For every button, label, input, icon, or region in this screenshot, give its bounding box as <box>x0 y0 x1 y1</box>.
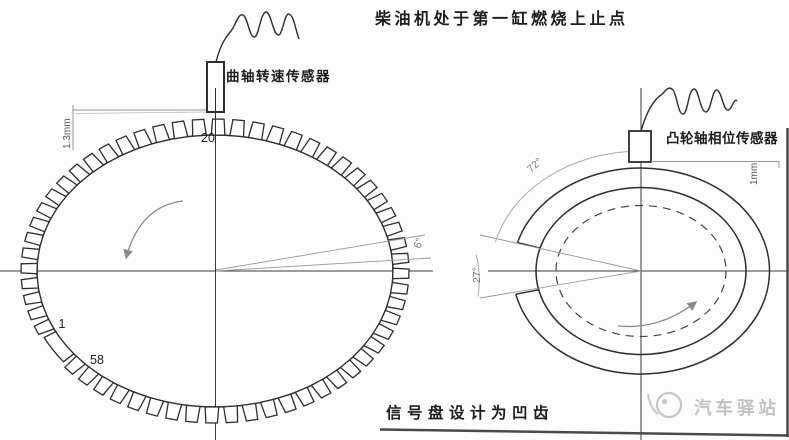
cam-rotation-arrow <box>617 301 698 328</box>
crank-wheel-teeth <box>20 118 410 424</box>
cam-wheel-group: 72° 27° 凸轮轴相位传感器 1mm <box>471 87 789 440</box>
drawing-title: 柴油机处于第一缸燃烧上止点 <box>374 9 629 28</box>
watermark-logo-dot <box>661 398 668 405</box>
crank-rotation-arrow <box>123 200 184 260</box>
angle-27-label: 27° <box>471 267 483 283</box>
air-gap-dim-line-2 <box>72 111 207 114</box>
tooth-20-label: 20 <box>201 131 215 145</box>
angle-72-arc <box>494 150 636 243</box>
tooth-1-label: 1 <box>59 317 66 331</box>
tooth-angle-ray-lower <box>215 257 432 272</box>
cam-wheel-outer-ring <box>515 167 771 375</box>
crank-air-gap-label: 1.3mm <box>62 118 73 149</box>
watermark-text: 汽车驿站 <box>694 398 780 418</box>
angle-72-label: 72° <box>525 156 545 176</box>
cam-notch-upper-edge <box>517 241 541 249</box>
notch-ray-lower <box>479 270 642 299</box>
tooth-58-label: 58 <box>90 353 104 367</box>
watermark: 汽车驿站 <box>647 391 780 419</box>
notch-ray-upper <box>479 234 642 272</box>
tooth-angle-ray-upper <box>215 234 426 271</box>
watermark-logo-icon <box>655 391 683 419</box>
angle-27-arc <box>475 254 480 297</box>
cam-sensor-body <box>628 130 652 163</box>
cam-wheel-inner-dashed-circle <box>555 204 727 338</box>
tooth-pitch-angle-label: 6° <box>412 236 427 250</box>
cam-wheel-middle-ring <box>535 186 747 356</box>
watermark-logo-swoosh <box>647 393 659 415</box>
crank-sensor-label: 曲轴转速传感器 <box>226 68 331 84</box>
crank-sensor-signal-wire <box>215 11 300 63</box>
cam-sensor-label: 凸轮轴相位传感器 <box>666 130 778 146</box>
cam-air-gap-label: 1mm <box>749 163 760 185</box>
crank-wheel-group: 6° 曲轴转速传感器 1.3mm 20 1 58 <box>0 11 433 440</box>
drawing-caption: 信号盘设计为凹齿 <box>386 403 554 422</box>
bottom-edge-border <box>379 428 789 437</box>
cam-notch-lower-edge <box>515 289 539 295</box>
cam-sensor-signal-wire <box>640 87 738 132</box>
